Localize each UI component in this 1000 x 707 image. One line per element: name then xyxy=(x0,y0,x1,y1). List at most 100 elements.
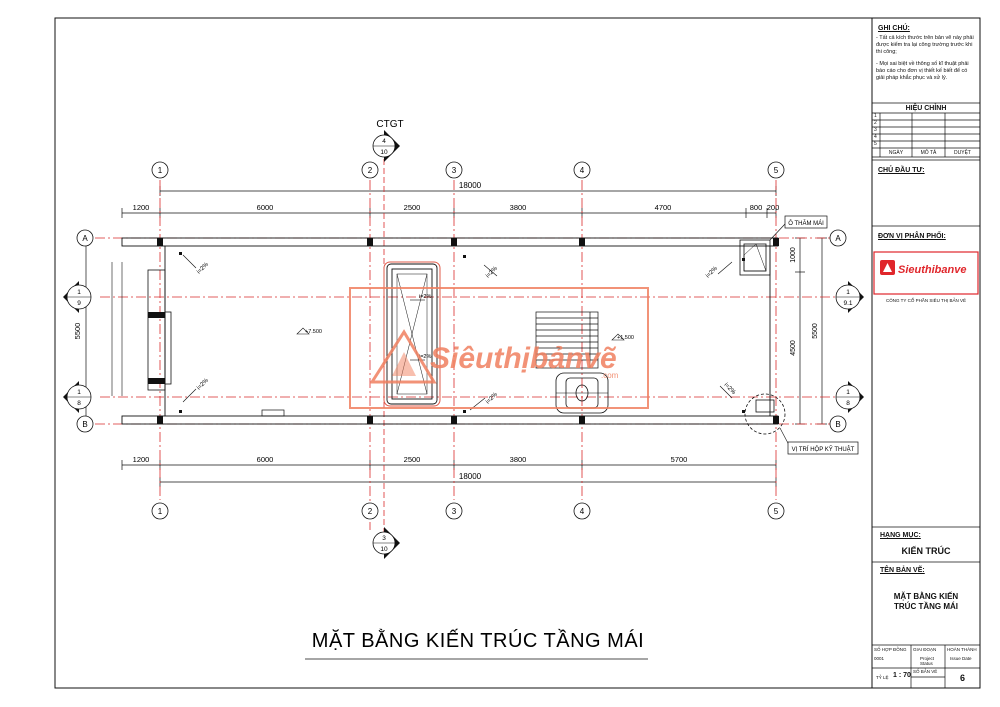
revision-row-1: 1 xyxy=(874,113,877,119)
svg-text:2: 2 xyxy=(368,507,373,516)
axis-bubble-5-top: 5 xyxy=(767,161,785,179)
category-label: HẠNG MỤC: xyxy=(880,532,921,539)
svg-text:9.1: 9.1 xyxy=(843,300,852,307)
svg-text:1: 1 xyxy=(77,289,81,296)
axis-bubble-5-bottom: 5 xyxy=(767,502,785,520)
svg-text:B: B xyxy=(835,420,840,429)
distributor-label: ĐƠN VỊ PHÂN PHỐI: xyxy=(878,233,946,240)
revision-row-2: 2 xyxy=(874,120,877,126)
axis-bubble-1-top: 1 xyxy=(151,161,169,179)
dim-top-3: 2500 xyxy=(404,203,421,212)
slope-1: i=2% xyxy=(196,261,210,275)
svg-text:3: 3 xyxy=(382,535,386,542)
axis-bubble-2-top: 2 xyxy=(361,161,379,179)
axis-bubble-a-right: A xyxy=(829,229,847,247)
parapet-left-wall xyxy=(147,269,172,391)
section-marker-right-top: 1 9.1 xyxy=(835,281,864,313)
level-marker-2: +1.500 xyxy=(611,333,634,341)
dimension-top-chain xyxy=(121,208,777,218)
contract-value: 0001 xyxy=(874,656,885,661)
svg-text:1: 1 xyxy=(77,389,81,396)
dim-bot-2: 6000 xyxy=(257,455,274,464)
svg-text:3: 3 xyxy=(452,166,457,175)
svg-text:B: B xyxy=(82,420,87,429)
dim-top-5: 4700 xyxy=(655,203,672,212)
svg-text:A: A xyxy=(835,234,841,243)
dim-bot-5: 5700 xyxy=(671,455,688,464)
watermark: Siêuthịbảnvẽ .com xyxy=(349,287,649,409)
dim-bot-4: 3800 xyxy=(510,455,527,464)
section-marker-bottom: 3 10 xyxy=(372,527,400,559)
svg-text:2: 2 xyxy=(368,166,373,175)
callout-roof-hatch: Ô THĂM MÁI xyxy=(769,215,828,241)
revision-label: HIỆU CHỈNH xyxy=(905,105,947,112)
dim-total-bottom: 18000 xyxy=(459,472,482,481)
roof-drains xyxy=(179,252,745,413)
dim-left: 5500 xyxy=(73,323,82,340)
stage-value: Project Status xyxy=(920,656,935,666)
notes-1: - Tất cả kích thước trên bản vẽ này phải… xyxy=(876,35,974,55)
roof-outline xyxy=(111,237,779,425)
svg-text:9: 9 xyxy=(77,300,81,307)
svg-text:Siêuthịbảnvẽ: Siêuthịbảnvẽ xyxy=(430,342,617,375)
svg-text:1: 1 xyxy=(846,289,850,296)
svg-text:4: 4 xyxy=(580,166,585,175)
roof-hatch-fill xyxy=(743,243,767,272)
scale-value: 1 : 70 xyxy=(893,672,911,679)
revision-row-4: 4 xyxy=(874,134,877,140)
slope-6: i=2% xyxy=(723,382,737,396)
slope-7: i=2% xyxy=(419,294,431,300)
svg-text:A: A xyxy=(82,234,88,243)
rev-col-date: NGÀY xyxy=(888,150,904,156)
rev-col-desc: MÔ TẢ xyxy=(920,150,937,156)
corner-posts xyxy=(157,238,779,424)
axis-bubble-3-bottom: 3 xyxy=(445,502,463,520)
dim-total-top: 18000 xyxy=(459,181,482,190)
svg-text:3: 3 xyxy=(452,507,457,516)
technical-box xyxy=(744,393,786,435)
category-value: KIẾN TRÚC xyxy=(901,546,951,556)
slope-3: i=2% xyxy=(485,265,499,279)
dim-right-1: 1000 xyxy=(790,247,797,263)
axis-bubble-4-top: 4 xyxy=(573,161,591,179)
drawing-name-2: TRÚC TẦNG MÁI xyxy=(894,602,958,611)
svg-text:5: 5 xyxy=(774,507,779,516)
dim-top-6: 800 xyxy=(750,203,763,212)
svg-text:4: 4 xyxy=(580,507,585,516)
solar-panel xyxy=(535,311,599,369)
sheet-no-label: SỐ BẢN VẼ xyxy=(913,669,938,674)
svg-text:1: 1 xyxy=(846,389,850,396)
dim-right-outer: 5500 xyxy=(812,323,819,339)
svg-text:4: 4 xyxy=(382,138,386,145)
owner-label: CHỦ ĐẦU TƯ: xyxy=(878,167,925,174)
titleblock-grid xyxy=(872,102,980,688)
section-marker-left-top: 1 9 xyxy=(63,281,92,313)
dim-right-2: 4500 xyxy=(790,340,797,356)
dim-bot-3: 2500 xyxy=(404,455,421,464)
svg-text:10: 10 xyxy=(380,149,388,156)
svg-text:1: 1 xyxy=(158,507,163,516)
slope-8: i=2% xyxy=(419,354,431,360)
axis-bubble-3-top: 3 xyxy=(445,161,463,179)
svg-text:Sieuthibanve: Sieuthibanve xyxy=(898,264,966,276)
axis-bubble-4-bottom: 4 xyxy=(573,502,591,520)
svg-text:5: 5 xyxy=(774,166,779,175)
company-name: CÔNG TY CỔ PHẦN SIÊU THỊ BẢN VẼ xyxy=(885,298,967,303)
svg-text:8: 8 xyxy=(77,400,81,407)
dim-top-1: 1200 xyxy=(133,203,150,212)
drawing-name-1: MẶT BẰNG KIẾN xyxy=(893,592,959,601)
dim-bot-1: 1200 xyxy=(133,455,150,464)
complete-value: Issue Date xyxy=(950,656,972,661)
scale-label: TỶ LỆ xyxy=(876,675,889,680)
slope-2: i=2% xyxy=(196,377,210,391)
level-marker-1: +7.500 xyxy=(296,327,322,335)
svg-text:8: 8 xyxy=(846,400,850,407)
rev-col-approve: DUYỆT xyxy=(954,150,971,156)
svg-text:10: 10 xyxy=(380,546,388,553)
stair-highlight xyxy=(383,261,441,407)
callout-technical-box: VỊ TRÍ HỘP KỸ THUẬT xyxy=(779,427,859,455)
drawing-title: MẶT BẰNG KIẾN TRÚC TẦNG MÁI xyxy=(312,628,644,652)
drain-slot xyxy=(261,409,285,417)
svg-text:+1.500: +1.500 xyxy=(617,335,634,341)
